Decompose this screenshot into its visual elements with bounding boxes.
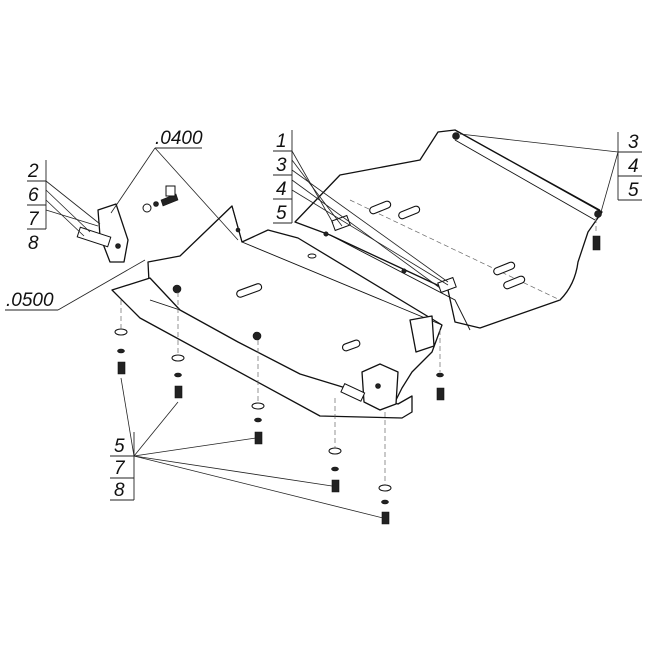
- rear-skid-plate: [294, 129, 603, 331]
- callout-group-center-top: 1 3 4 5: [276, 131, 287, 224]
- callout-number: 8: [114, 480, 125, 501]
- callout-number: 4: [628, 156, 639, 177]
- callout-number: 1: [276, 131, 287, 152]
- part-label-upper: .0400: [155, 128, 203, 149]
- leader-lines: [5, 130, 642, 519]
- callout-number: 3: [628, 132, 639, 153]
- callout-number: 5: [276, 203, 287, 224]
- callout-group-bottom-left: 5 7 8: [114, 436, 126, 501]
- callout-number: 3: [276, 155, 287, 176]
- callout-number: 7: [28, 209, 40, 230]
- callout-number: 4: [276, 179, 287, 200]
- front-skid-plate: [76, 203, 443, 419]
- fastener-stacks: [114, 235, 601, 525]
- callout-number: 5: [114, 436, 125, 457]
- callout-number: 2: [27, 161, 39, 182]
- part-label-lower: .0500: [6, 290, 54, 311]
- callout-number: 5: [628, 180, 639, 201]
- callout-number: 7: [114, 458, 126, 479]
- callout-group-right-top: 3 4 5: [628, 132, 639, 201]
- callout-number: 6: [28, 185, 39, 206]
- assembly-axes: [120, 218, 597, 485]
- callout-number: 8: [28, 233, 39, 254]
- callout-group-left-top: 2 6 7 8: [27, 161, 40, 254]
- bracket-bolt: [142, 185, 179, 213]
